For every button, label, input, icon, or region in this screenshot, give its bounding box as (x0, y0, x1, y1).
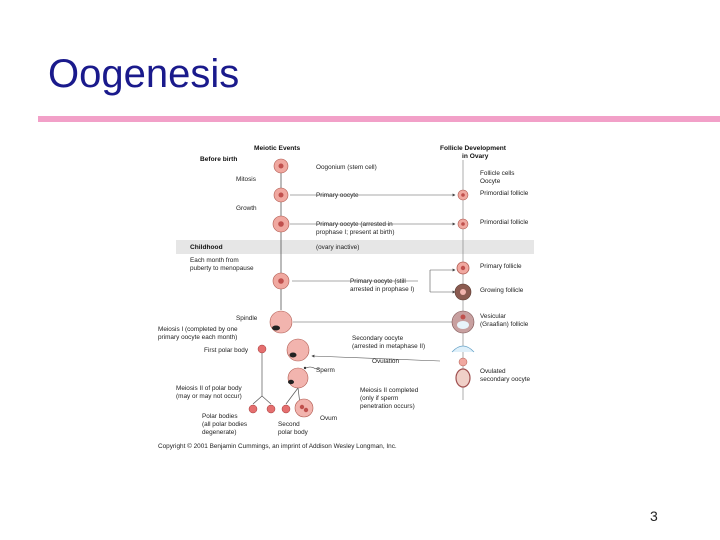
label-polar-bodies-3: degenerate) (202, 429, 236, 436)
label-ovulated-2: secondary oocyte (480, 376, 531, 383)
sperm-icon (303, 366, 321, 370)
fertilization-cell (287, 367, 309, 389)
label-mitosis: Mitosis (236, 176, 256, 183)
ovulated-follicle (451, 345, 475, 367)
label-secondary-oocyte-1: Secondary oocyte (352, 335, 404, 342)
label-ovary-inactive: (ovary inactive) (316, 244, 359, 251)
label-second-polar-body-2: polar body (278, 429, 309, 436)
vesicular-follicle (451, 310, 475, 334)
label-growing-follicle: Growing follicle (480, 287, 524, 294)
label-each-month-1: Each month from (190, 257, 239, 264)
oogonium-cell (273, 158, 289, 174)
spindle-cell (269, 310, 293, 334)
label-meiosis-ii-polar-2: (may or may not occur) (176, 393, 242, 400)
label-first-polar-body: First polar body (204, 347, 249, 354)
label-follicle-cells: Follicle cells (480, 170, 514, 177)
label-meiosis-ii-polar-1: Meiosis II of polar body (176, 385, 243, 392)
label-primordial-follicle-1: Primordial follicle (480, 190, 529, 197)
label-primary-oocyte-arrested-1: Primary oocyte (arrested in (316, 221, 393, 228)
page-number: 3 (650, 508, 658, 524)
label-primary-oocyte-still-1: Primary oocyte (still (350, 278, 406, 285)
label-ovum: Ovum (320, 415, 337, 422)
slide-title: Oogenesis (48, 52, 240, 96)
header-meiotic: Meiotic Events (254, 145, 301, 152)
growing-follicle (454, 283, 472, 301)
corpus-follicle (455, 368, 471, 388)
primary-oocyte-cell (273, 187, 289, 203)
label-vesicular-1: Vesicular (480, 313, 507, 320)
header-follicle-1: Follicle Development (440, 145, 507, 152)
label-second-polar-body-1: Second (278, 421, 300, 428)
label-meiosis-ii-completed-1: Meiosis II completed (360, 387, 419, 394)
primary-oocyte-arrested-cell (272, 215, 290, 233)
title-divider (38, 116, 720, 122)
label-growth: Growth (236, 205, 257, 212)
label-each-month-2: puberty to menopause (190, 265, 254, 272)
polar-body-1 (248, 404, 258, 414)
label-meiosis-ii-completed-2: (only if sperm (360, 395, 398, 402)
label-oocyte: Oocyte (480, 178, 501, 185)
label-meiosis-ii-completed-3: penetration occurs) (360, 403, 415, 410)
second-polar-body (281, 404, 291, 414)
label-childhood: Childhood (190, 244, 223, 251)
primordial-follicle-2 (457, 218, 469, 230)
label-ovulated-1: Ovulated (480, 368, 506, 375)
primordial-follicle-1 (457, 189, 469, 201)
primary-oocyte-still-cell (272, 272, 290, 290)
label-before-birth: Before birth (200, 156, 237, 163)
label-primary-follicle: Primary follicle (480, 263, 522, 270)
label-primary-oocyte-still-2: arrested in prophase I) (350, 286, 414, 293)
label-polar-bodies-1: Polar bodies (202, 413, 238, 420)
label-primordial-follicle-2: Primordial follicle (480, 219, 529, 226)
label-spindle: Spindle (236, 315, 258, 322)
label-sperm: Sperm (316, 367, 335, 374)
label-primary-oocyte: Primary oocyte (316, 192, 359, 199)
arrow-ovulation (311, 354, 441, 362)
label-vesicular-2: (Graafian) follicle (480, 321, 529, 328)
polar-body-2 (266, 404, 276, 414)
childhood-band (176, 240, 534, 254)
secondary-oocyte-cell (286, 338, 310, 362)
ovum-cell (294, 398, 314, 418)
label-secondary-oocyte-2: (arrested in metaphase II) (352, 343, 425, 350)
label-meiosis-i-2: primary oocyte each month) (158, 334, 237, 341)
figure-copyright: Copyright © 2001 Benjamin Cummings, an i… (158, 442, 397, 450)
header-follicle-2: in Ovary (462, 153, 489, 160)
first-polar-body (257, 344, 267, 354)
primary-follicle (456, 261, 470, 275)
label-oogonium: Oogonium (stem cell) (316, 164, 377, 171)
label-primary-oocyte-arrested-2: prophase I; present at birth) (316, 229, 395, 236)
label-meiosis-i-1: Meiosis I (completed by one (158, 326, 238, 333)
label-polar-bodies-2: (all polar bodies (202, 421, 247, 428)
label-ovulation: Ovulation (372, 358, 399, 365)
